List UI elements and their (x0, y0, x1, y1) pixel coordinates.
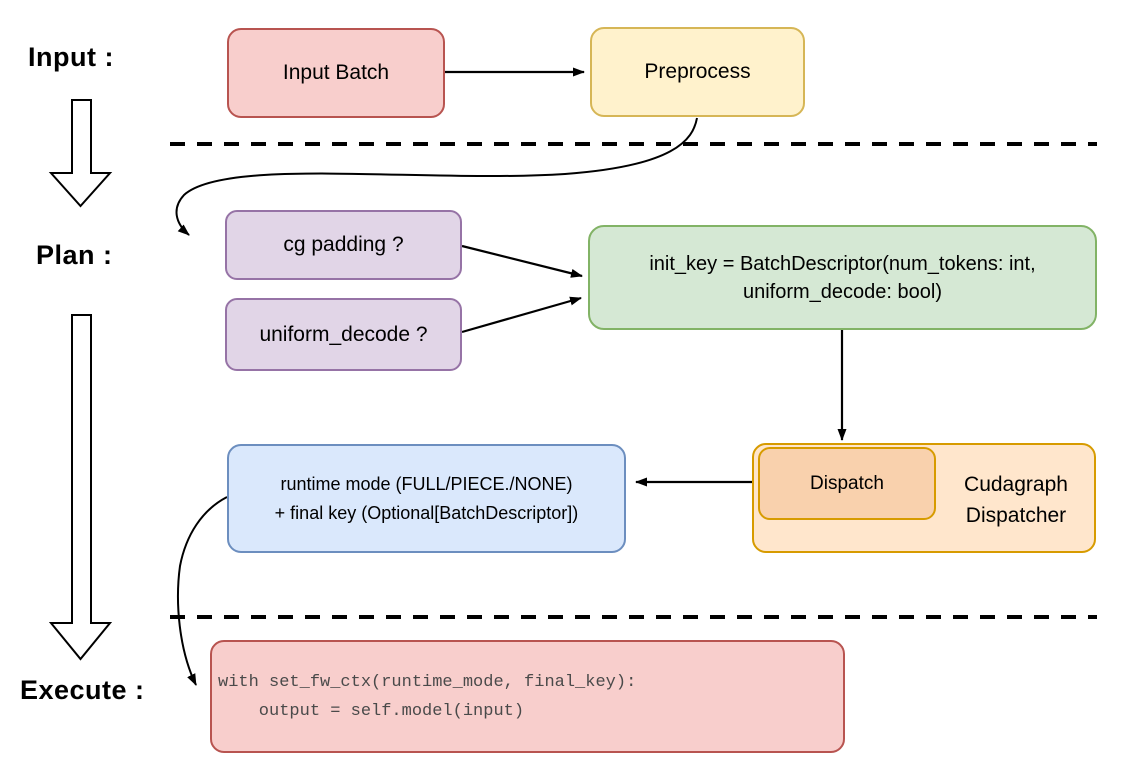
node-cudagraph-dispatcher-label-wrap: Cudagraph Dispatcher (936, 445, 1096, 555)
arrow-uniform-decode-to-init-key (461, 296, 582, 334)
node-cudagraph-dispatcher: Dispatch Cudagraph Dispatcher (752, 443, 1096, 553)
node-dispatch-label: Dispatch (810, 472, 884, 494)
node-runtime-mode-result-label: runtime mode (FULL/PIECE./NONE) + final … (274, 473, 579, 523)
node-execute-code: with set_fw_ctx(runtime_mode, final_key)… (210, 640, 845, 753)
arrow-cg-padding-to-init-key (461, 244, 583, 278)
node-input-batch: Input Batch (227, 28, 445, 118)
node-cg-padding-label: cg padding ? (283, 233, 404, 256)
node-runtime-mode-result: runtime mode (FULL/PIECE./NONE) + final … (227, 444, 626, 553)
node-uniform-decode-label: uniform_decode ? (259, 322, 428, 346)
node-preprocess-label: Preprocess (644, 60, 751, 83)
stage-label-input: Input : (28, 42, 114, 72)
node-dispatch: Dispatch (758, 447, 936, 520)
stage-arrow-input-icon (48, 99, 113, 208)
node-preprocess: Preprocess (590, 27, 805, 117)
node-cg-padding: cg padding ? (225, 210, 462, 280)
stage-label-execute: Execute : (20, 675, 145, 705)
node-init-key: init_key = BatchDescriptor(num_tokens: i… (588, 225, 1097, 330)
node-input-batch-label: Input Batch (282, 61, 390, 84)
stage-label-plan: Plan : (36, 240, 113, 270)
node-init-key-label: init_key = BatchDescriptor(num_tokens: i… (649, 252, 1036, 303)
node-uniform-decode: uniform_decode ? (225, 298, 462, 371)
node-cudagraph-dispatcher-label: Cudagraph Dispatcher (964, 473, 1068, 527)
stage-arrow-plan-execute-icon (48, 314, 113, 661)
node-execute-code-label: with set_fw_ctx(runtime_mode, final_key)… (218, 672, 637, 721)
